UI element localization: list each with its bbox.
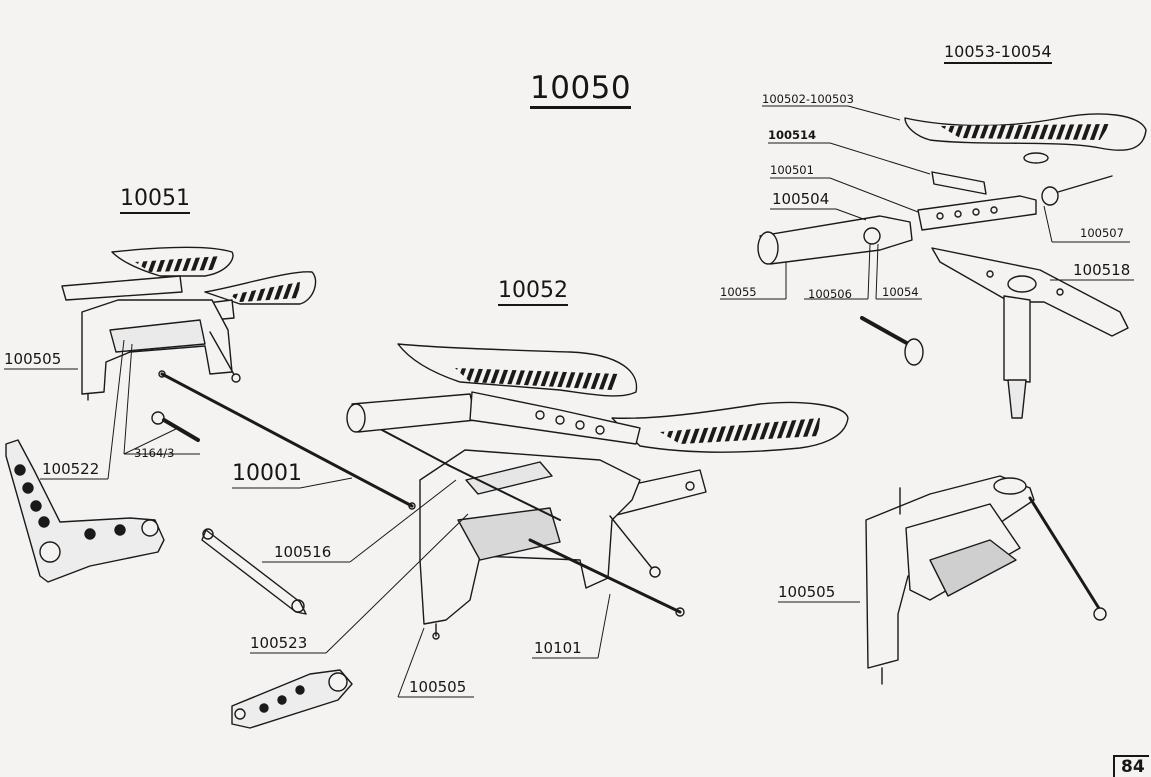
callout-100514: 100514	[768, 128, 817, 142]
callout-10054: 10054	[882, 285, 919, 299]
callout-3164-number: 3164	[134, 446, 164, 460]
callout-10055: 10055	[720, 285, 757, 299]
subtitle-10053-10054: 10053-10054	[944, 44, 1052, 64]
callout-10101: 10101	[534, 639, 582, 657]
subtitle-10052: 10052	[498, 280, 568, 306]
callout-100502-100503: 100502-100503	[762, 92, 854, 106]
callout-100505-left: 100505	[4, 350, 62, 368]
lever-100523	[231, 669, 353, 729]
frame-100505	[865, 475, 1107, 685]
callout-10001: 10001	[232, 461, 302, 486]
leader-lines	[4, 105, 1134, 698]
callout-100523: 100523	[250, 634, 308, 652]
callout-100516: 100516	[274, 543, 332, 561]
rod-10001	[158, 370, 416, 510]
main-title: 10050	[530, 73, 632, 109]
callout-100518: 100518	[1073, 261, 1131, 279]
subtitle-10051: 10051	[120, 188, 190, 214]
assembly-10052	[346, 343, 849, 640]
callout-100522: 100522	[42, 460, 100, 478]
page-number: 84	[1113, 755, 1149, 777]
callout-100501: 100501	[770, 163, 814, 177]
link-100516	[201, 528, 307, 615]
assembly-10051	[61, 246, 317, 401]
bracket-100522	[5, 439, 165, 583]
callout-3164-suffix: /3	[163, 446, 175, 460]
ball-joint-3164	[151, 411, 200, 442]
callout-3164: 3164/3	[134, 446, 175, 460]
callout-100506: 100506	[808, 287, 852, 301]
callout-100505-bottom: 100505	[409, 678, 467, 696]
assembly-10053-10054	[757, 113, 1147, 419]
callout-100504: 100504	[772, 190, 830, 208]
callout-100507: 100507	[1080, 226, 1124, 240]
callout-100505-right: 100505	[778, 583, 836, 601]
